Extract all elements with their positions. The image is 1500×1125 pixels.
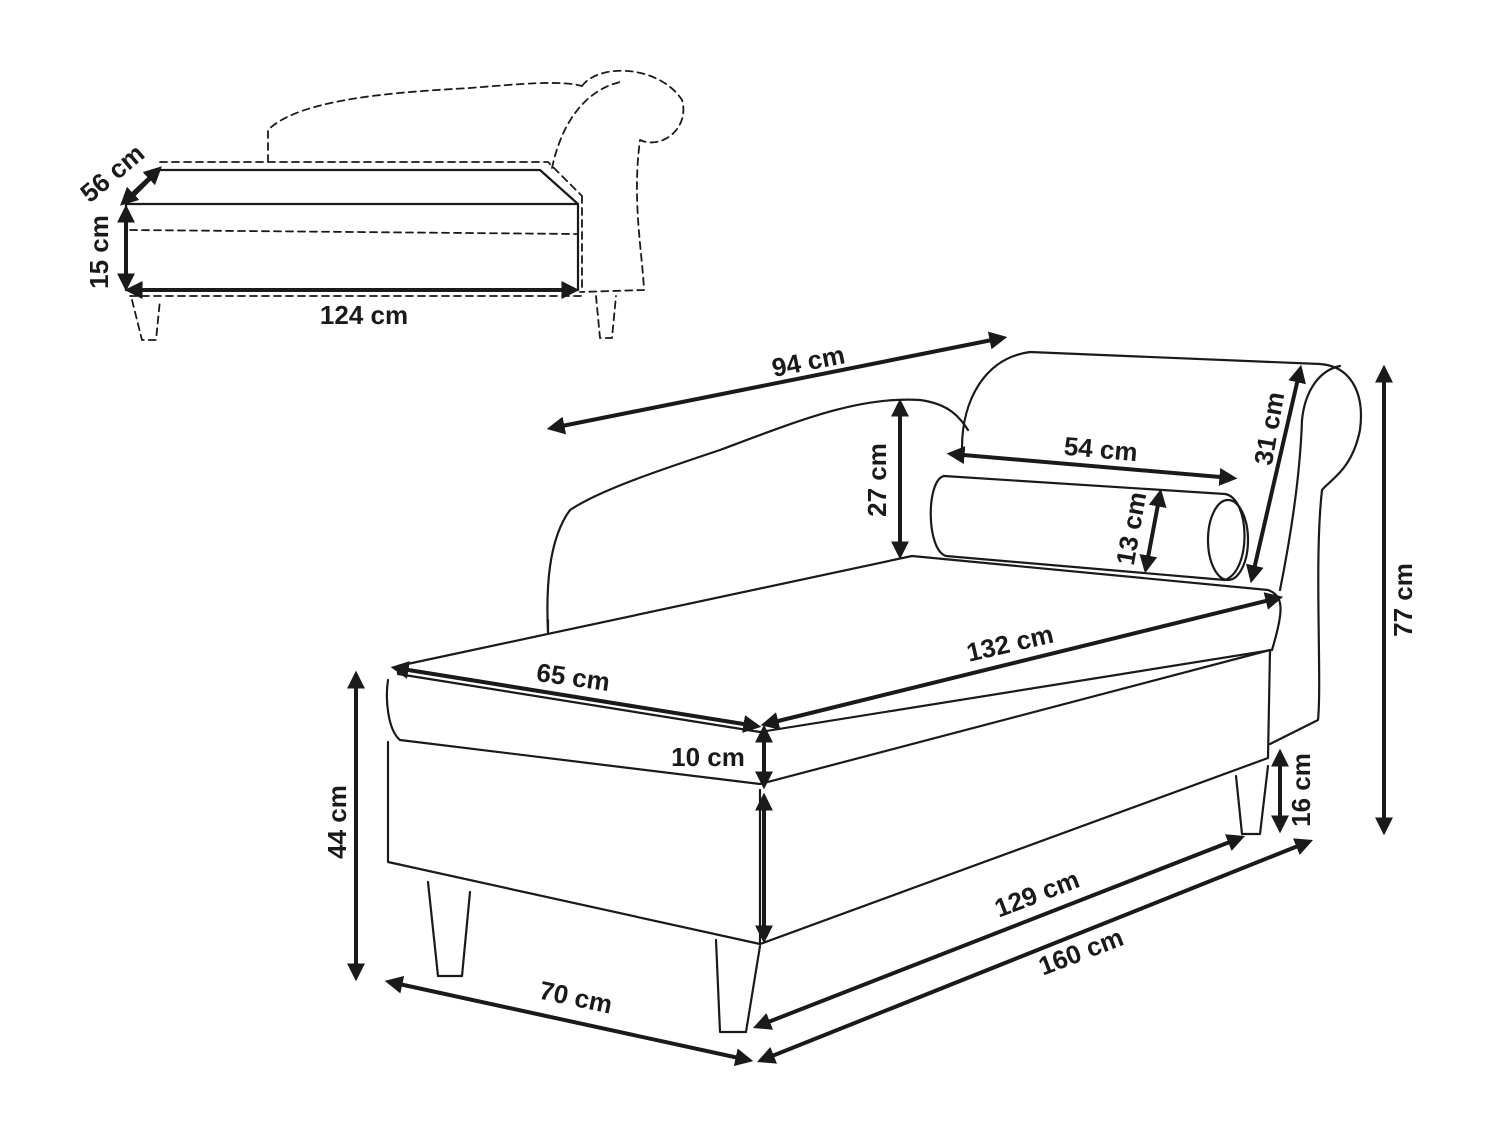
storage-inset: 56 cm 15 cm 124 cm	[74, 69, 685, 341]
seat-depth-arrow	[390, 661, 762, 733]
seat-length-label: 132 cm	[964, 619, 1057, 668]
pillow-length-label: 54 cm	[1063, 431, 1139, 467]
inner-length-arrow	[752, 834, 1246, 1030]
total-width-label: 70 cm	[537, 975, 615, 1020]
inset-armrest-outline	[579, 69, 685, 293]
front-right-leg	[714, 938, 762, 1034]
inset-length-label: 124 cm	[320, 300, 408, 330]
inset-height-label: 15 cm	[84, 215, 114, 289]
total-width-arrow	[384, 975, 754, 1067]
front-left-leg	[426, 880, 472, 978]
inset-depth-arrow	[120, 166, 162, 206]
seat-length-arrow	[760, 592, 1284, 730]
pillow-diameter-arrow	[1139, 488, 1167, 574]
chaise-main-view: 94 cm 27 cm 54 cm 13 cm 31 cm 77 cm 132 …	[322, 331, 1418, 1067]
back-length-label: 94 cm	[769, 339, 847, 383]
inner-length-label: 129 cm	[990, 864, 1083, 924]
bolster-pillow	[929, 474, 1246, 582]
armrest-height-arrow	[1246, 364, 1306, 584]
inset-seat-dashed	[129, 161, 583, 297]
seat-height-label: 44 cm	[322, 785, 352, 859]
pillow-length-arrow	[946, 446, 1238, 486]
backrest-height-label: 27 cm	[862, 443, 892, 517]
backrest-outline	[546, 398, 970, 634]
inset-backrest-outline	[267, 82, 583, 163]
pillow-diameter-label: 13 cm	[1110, 490, 1152, 568]
total-height-label: 77 cm	[1388, 563, 1418, 637]
bolster-pillow-end	[1206, 498, 1250, 582]
inset-depth-label: 56 cm	[74, 138, 150, 208]
inset-back-leg	[595, 295, 617, 339]
leg-height-label: 16 cm	[1286, 753, 1316, 827]
armrest-outline	[960, 350, 1363, 746]
cushion-thickness-label: 10 cm	[671, 742, 745, 772]
seat-cushion-front	[385, 648, 1272, 786]
total-length-arrow	[756, 838, 1314, 1064]
armrest-height-label: 31 cm	[1248, 390, 1290, 468]
inset-armrest-inner	[551, 81, 621, 169]
back-length-arrow	[546, 331, 1008, 435]
back-right-leg	[1234, 764, 1270, 836]
inset-front-leg	[131, 299, 161, 341]
